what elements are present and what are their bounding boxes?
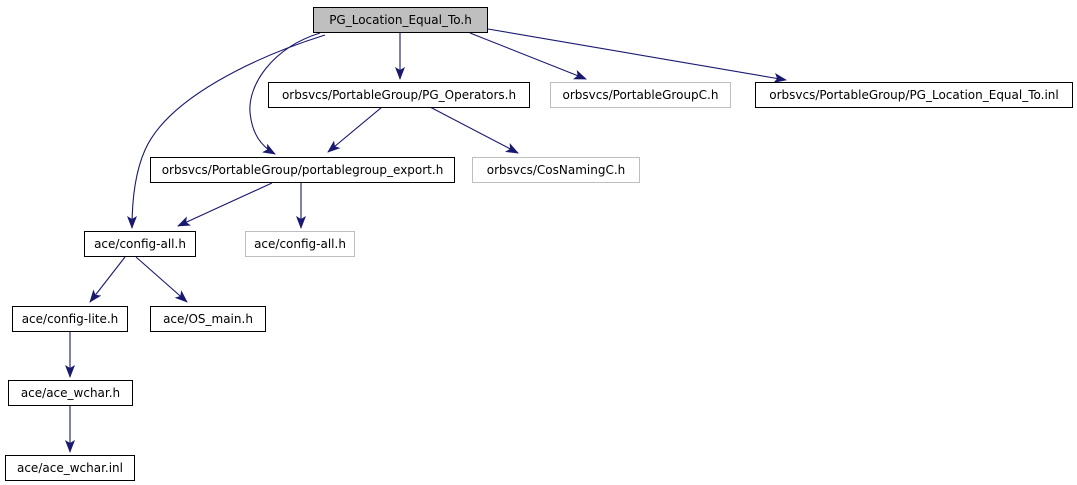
node-ace-wchar-h[interactable]: ace/ace_wchar.h [8,380,133,406]
edge-root-to-config-all [127,34,326,229]
node-os-main-h[interactable]: ace/OS_main.h [150,306,266,332]
node-ace-wchar-inl[interactable]: ace/ace_wchar.inl [5,455,135,481]
node-cos-naming-c-h: orbsvcs/CosNamingC.h [472,157,640,183]
node-portable-group-c-h: orbsvcs/PortableGroupC.h [550,82,731,108]
node-config-all-h[interactable]: ace/config-all.h [84,231,196,257]
node-label: orbsvcs/CosNamingC.h [486,163,626,177]
node-label: orbsvcs/PortableGroup/PG_Operators.h [281,88,517,102]
edge-root-to-portable-group-c [469,32,587,80]
node-label: ace/OS_main.h [163,312,253,326]
node-pg-operators-h[interactable]: orbsvcs/PortableGroup/PG_Operators.h [268,82,530,108]
edge-config-all-to-os-main [135,256,188,303]
edge-pg-operators-to-cos-naming-c [429,106,519,154]
node-label: ace/config-all.h [254,237,346,251]
node-portablegroup-export-h[interactable]: orbsvcs/PortableGroup/portablegroup_expo… [150,157,455,183]
node-label: ace/config-all.h [94,237,186,251]
node-label: orbsvcs/PortableGroup/PG_Location_Equal_… [769,88,1059,102]
node-label: PG_Location_Equal_To.h [329,13,472,27]
node-label: orbsvcs/PortableGroupC.h [562,88,719,102]
node-config-all-h-gray: ace/config-all.h [245,231,355,257]
edge-config-all-to-config-lite [89,256,126,303]
edge-portablegroup-export-to-config-all [177,182,273,227]
node-pg-location-equal-to-inl[interactable]: orbsvcs/PortableGroup/PG_Location_Equal_… [755,82,1073,108]
node-label: ace/ace_wchar.inl [16,461,123,475]
node-label: ace/ace_wchar.h [20,386,121,400]
node-label: ace/config-lite.h [21,312,119,326]
edge-root-to-pg-location-inl [487,28,787,83]
node-label: orbsvcs/PortableGroup/portablegroup_expo… [161,163,444,177]
node-pg-location-equal-to-h: PG_Location_Equal_To.h [313,7,488,33]
node-config-lite-h[interactable]: ace/config-lite.h [12,306,128,332]
edge-pg-operators-to-portablegroup-export [327,106,383,153]
